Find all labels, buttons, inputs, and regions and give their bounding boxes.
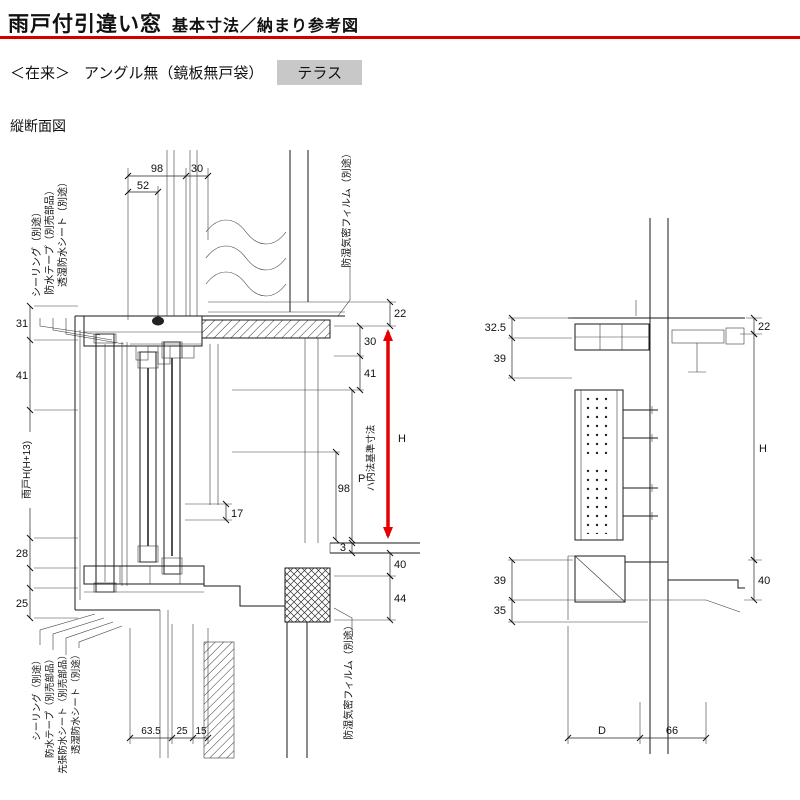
page-title: 雨戸付引違い窓 [8, 13, 162, 36]
left-top-dimensions: 98 30 52 [124, 163, 212, 320]
dim-35: 35 [494, 605, 506, 617]
label-tape-bottom: 防水テープ（別売部品） [44, 654, 56, 758]
dim-44: 44 [394, 593, 406, 605]
right-dimension-chain: 22 30 41 H ハ内法基準寸法 P 98 17 3 40 [185, 298, 406, 624]
dim-P: P [358, 473, 365, 485]
terrace-badge: テラス [277, 60, 363, 85]
dim-H: H [398, 433, 406, 445]
sealing-blob [152, 316, 164, 326]
dim-52: 52 [137, 180, 149, 192]
dim-40-right-view: 40 [758, 575, 770, 587]
right-top-right-dims: 22 H [740, 314, 770, 564]
dim-63-5: 63.5 [141, 726, 161, 737]
dim-22: 22 [394, 308, 406, 320]
left-bottom-dimensions: 63.5 25 15 [126, 624, 212, 744]
dim-66: 66 [666, 725, 678, 737]
label-sealing-top: シーリング（別途） [30, 207, 43, 297]
left-cross-section-drawing: シーリング（別途） 防水テープ（別売部品） 透湿防水シート（別途） 防湿気密フィ… [16, 148, 420, 774]
label-film-bottom: 防湿気密フィルム（別途） [342, 620, 355, 740]
label-sheet-top: 透湿防水シート（別途） [56, 177, 69, 287]
dim-41-left: 41 [16, 370, 28, 382]
dim-25-bottom: 25 [176, 726, 188, 737]
dim-H-right-view: H [759, 443, 767, 455]
insulated-panel [574, 389, 658, 541]
right-bottom-width-dims: D 66 [564, 626, 710, 744]
section-label: 縦断面図 [10, 118, 66, 134]
dim-D: D [598, 725, 606, 737]
page-header: 雨戸付引違い窓 基本寸法／納まり参考図 [8, 8, 359, 38]
dim-25-left: 25 [16, 598, 28, 610]
upper-wall-framing [166, 150, 345, 316]
sill-assembly [75, 565, 331, 623]
dim-31: 31 [16, 318, 28, 330]
left-dimension-chain: 31 41 雨戸H(H+13) 28 25 [16, 302, 78, 622]
dim-41-right: 41 [364, 368, 376, 380]
label-inner-baseline: ハ内法基準寸法 [365, 425, 377, 492]
header-divider [0, 36, 800, 39]
spec-description: アングル無（鏡板無戸袋） [84, 65, 264, 82]
dim-39-top: 39 [494, 353, 506, 365]
film-top-leader [337, 266, 351, 317]
dim-17: 17 [231, 508, 243, 520]
page-subtitle: 基本寸法／納まり参考図 [172, 18, 360, 35]
label-sakibari-bottom: 先張防水シート（別売部品） [57, 650, 69, 774]
spec-line: ＜在来＞ アングル無（鏡板無戸袋） テラス [10, 60, 363, 85]
label-sealing-bottom: シーリング（別途） [31, 655, 43, 741]
label-amado-height: 雨戸H(H+13) [21, 441, 33, 499]
right-sill-frame [567, 555, 745, 620]
dim-39-bottom: 39 [494, 575, 506, 587]
dim-40: 40 [394, 559, 406, 571]
dim-22-right-view: 22 [758, 321, 770, 333]
label-sheet-bottom: 透湿防水シート（別途） [70, 650, 82, 755]
screw-fasteners [622, 406, 658, 520]
left-bottom-leader-lines [39, 613, 123, 655]
floor-lines [329, 542, 420, 554]
dim-98-right: 98 [338, 483, 350, 495]
right-cross-section-drawing: 32.5 39 22 H [485, 218, 770, 754]
dim-30-right: 30 [364, 336, 376, 348]
right-wall-lines [649, 218, 669, 754]
film-bottom-leader [333, 607, 353, 632]
label-tape-top: 防水テープ（別売部品） [43, 185, 56, 294]
label-film-top: 防湿気密フィルム（別途） [340, 148, 353, 268]
dim-32-5: 32.5 [485, 322, 506, 334]
spec-variant: ＜在来＞ [10, 65, 71, 82]
dim-3: 3 [340, 542, 346, 554]
head-frame [75, 315, 345, 365]
dim-15: 15 [195, 726, 207, 737]
right-bottom-left-dims: 39 35 [494, 556, 648, 626]
dim-98-top: 98 [151, 163, 163, 175]
dim-28: 28 [16, 548, 28, 560]
right-top-left-dims: 32.5 39 [485, 314, 572, 382]
right-head-frame [568, 300, 745, 373]
right-bottom-right-dims: 40 [744, 556, 770, 604]
